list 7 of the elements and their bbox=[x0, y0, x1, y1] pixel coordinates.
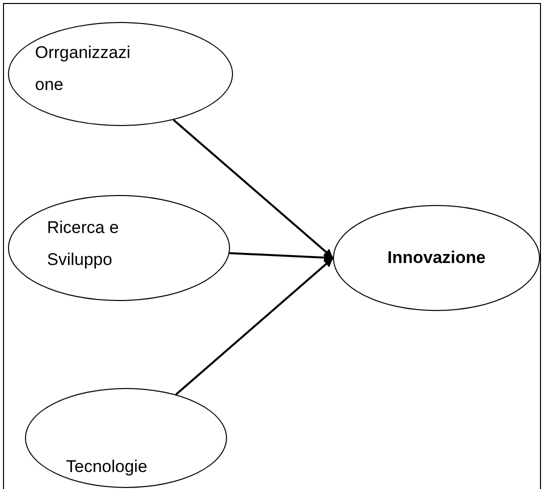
arrow bbox=[229, 252, 334, 262]
node-label: Orrganizzazione bbox=[35, 42, 132, 96]
node-label: Ricerca e Sviluppo bbox=[47, 217, 120, 271]
node-label: Tecnologie bbox=[66, 456, 148, 478]
node-label: Innovazione bbox=[386, 247, 487, 269]
arrow bbox=[172, 119, 334, 259]
arrow bbox=[175, 257, 334, 396]
